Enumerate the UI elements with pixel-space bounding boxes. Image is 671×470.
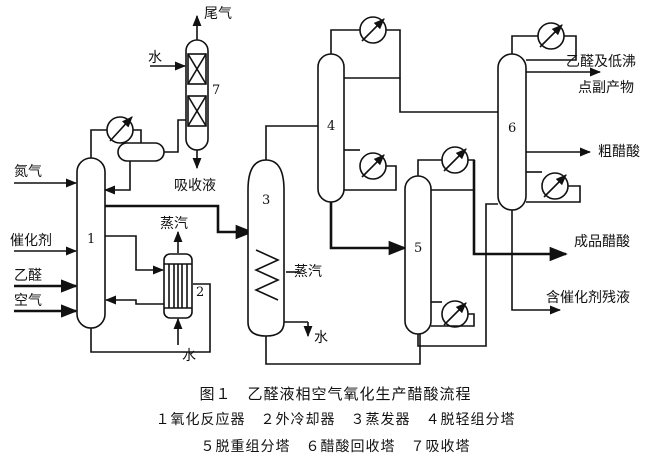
absorbed-liquid-label: 吸收液 xyxy=(174,178,216,194)
light-products-label-1: 乙醛及低沸 xyxy=(566,54,636,70)
evap-steam-label: 蒸汽 xyxy=(294,264,322,280)
unit-1-number: 1 xyxy=(87,232,95,247)
unit-4-number: 4 xyxy=(327,119,335,134)
catalyst-label: 催化剂 xyxy=(10,233,52,249)
evap-vapor-line xyxy=(265,125,318,160)
catalyst-residue-line xyxy=(511,210,562,315)
reactor-overhead-line xyxy=(90,129,107,158)
cooler-water-label: 水 xyxy=(182,348,196,364)
unit-6-number: 6 xyxy=(508,121,516,136)
reactor-product-line xyxy=(105,204,254,240)
figure-legend-line-2: ５脱重组分塔 ６醋酸回收塔 ７吸收塔 xyxy=(200,439,471,455)
crude-acid-label: 粗醋酸 xyxy=(598,144,640,160)
cooler-return-line xyxy=(104,295,164,305)
evap-water-label: 水 xyxy=(314,330,328,346)
catalyst-residue-label: 含催化剂残液 xyxy=(546,290,630,306)
product-acid-line xyxy=(472,160,568,262)
process-flow-diagram: 氮气 催化剂 乙醛 空气 尾气 水 吸收液 蒸汽 水 蒸汽 水 乙醛及低沸 点副… xyxy=(10,6,640,365)
unit-7-number: 7 xyxy=(212,83,220,98)
separator-drum xyxy=(117,142,165,162)
tail-gas-label: 尾气 xyxy=(204,6,232,22)
light-products-label-2: 点副产物 xyxy=(578,80,634,96)
acetaldehyde-label: 乙醛 xyxy=(14,268,42,284)
air-label: 空气 xyxy=(14,293,42,309)
unit-5-number: 5 xyxy=(414,241,422,256)
figure-legend-line-1: １氧化反应器 ２外冷却器 ３蒸发器 ４脱轻组分塔 xyxy=(155,412,516,428)
unit-3-number: 3 xyxy=(262,193,270,208)
nitrogen-label: 氮气 xyxy=(14,164,42,180)
unit-2-number: 2 xyxy=(196,285,204,300)
figure-caption-title: 图１ 乙醛液相空气氧化生产醋酸流程 xyxy=(199,385,472,403)
cooler-steam-label: 蒸汽 xyxy=(160,216,188,232)
evaporator xyxy=(247,159,285,337)
absorber-water-label: 水 xyxy=(148,50,162,66)
cooler-feed-line xyxy=(105,235,165,275)
product-acid-label: 成品醋酸 xyxy=(574,234,630,250)
